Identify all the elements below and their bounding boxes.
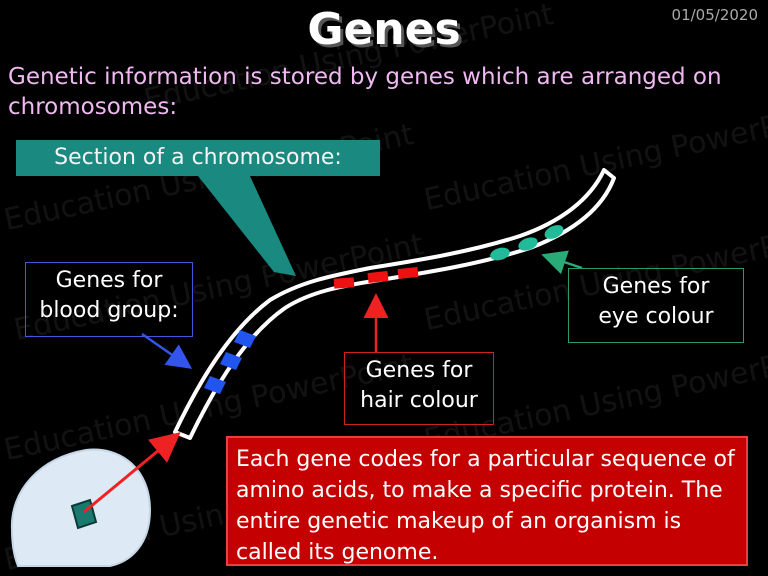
hair-colour-genes	[333, 266, 419, 289]
blood-group-genes	[204, 330, 256, 394]
blood-group-label: Genes for blood group:	[25, 262, 193, 337]
eye-arrow	[541, 250, 583, 275]
blood-arrow	[141, 332, 193, 369]
blood-group-label-line2: blood group:	[39, 298, 179, 323]
hair-colour-label: Genes for hair colour	[344, 352, 494, 425]
eye-colour-label-line1: Genes for	[602, 274, 710, 299]
hair-colour-label-line2: hair colour	[360, 388, 478, 413]
slide-date: 01/05/2020	[671, 6, 758, 24]
blood-group-label-line1: Genes for	[55, 268, 163, 293]
section-pointer	[198, 176, 296, 276]
eye-colour-label-line2: eye colour	[598, 304, 714, 329]
intro-text: Genetic information is stored by genes w…	[8, 64, 722, 120]
eye-colour-label: Genes for eye colour	[568, 268, 744, 343]
eye-colour-genes	[490, 225, 564, 261]
hair-colour-label-line1: Genes for	[365, 358, 473, 383]
chromosome	[173, 168, 616, 440]
cell-arrow	[83, 432, 181, 514]
section-label: Section of a chromosome:	[16, 140, 380, 176]
info-box: Each gene codes for a particular sequenc…	[226, 436, 748, 566]
slide-title: Genes	[307, 4, 461, 55]
